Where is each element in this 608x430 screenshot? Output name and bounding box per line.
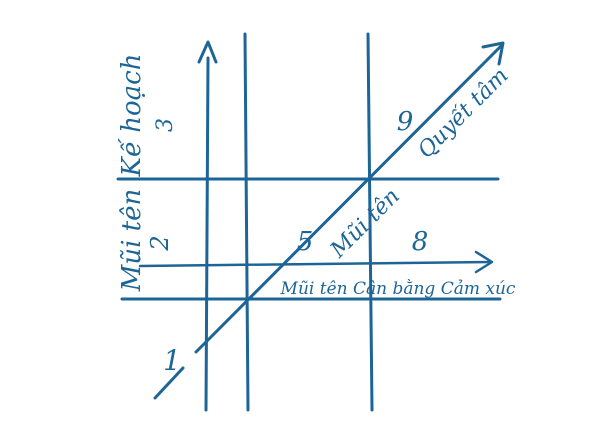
arrow-plan-prefix-label: Mũi tên xyxy=(117,189,147,293)
arrow-resolve-label: Quyết tâm xyxy=(413,63,514,164)
arrow-right-icon xyxy=(138,250,494,274)
cell-3-group: 3 xyxy=(153,118,178,132)
grid-vertical-middle xyxy=(243,32,250,412)
arrow-plan-group: Kế hoạch xyxy=(117,54,147,178)
cell-number-8: 8 xyxy=(412,227,429,257)
cell-2-group: 2 xyxy=(146,235,174,251)
cell-number-3: 3 xyxy=(153,118,178,132)
arrow-resolve-prefix-label: Mũi tên xyxy=(325,184,405,264)
grid-vertical-left xyxy=(204,56,210,412)
cell-number-5: 5 xyxy=(297,227,314,257)
arrow-plan-label: Kế hoạch xyxy=(117,54,147,178)
arrow-up-icon xyxy=(197,40,218,64)
grid-vertical-right xyxy=(366,32,374,412)
arrow-balance-label: Mũi tên Cân bằng Cảm xúc xyxy=(280,279,516,299)
arrow-diagonal-icon xyxy=(153,41,505,400)
grid xyxy=(116,32,502,412)
cell-number-2: 2 xyxy=(146,235,174,251)
cell-number-9: 9 xyxy=(397,107,414,137)
arrow-resolve-prefix-group: Mũi tên xyxy=(325,184,405,264)
arrow-plan-prefix-group: Mũi tên xyxy=(117,189,147,293)
arrow-resolve-group: Quyết tâm xyxy=(413,63,514,164)
cell-number-1: 1 xyxy=(163,344,181,377)
